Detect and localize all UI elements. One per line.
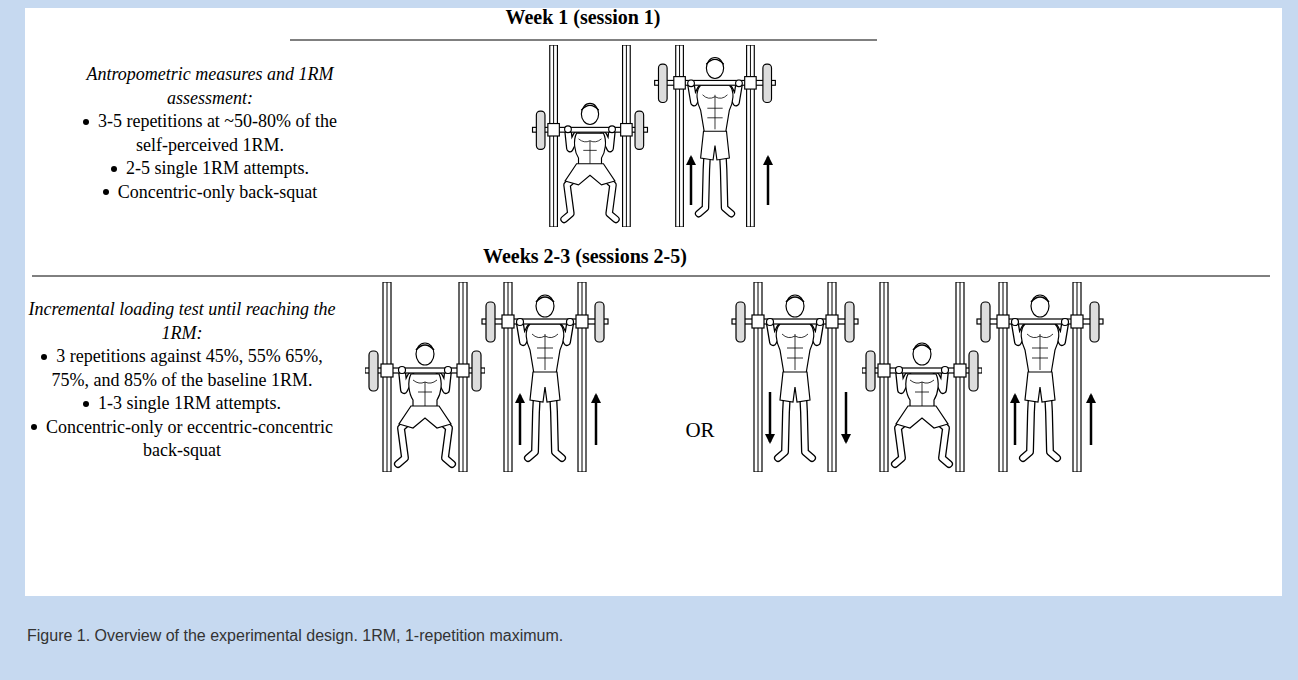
section-heading: Weeks 2-3 (sessions 2-5) xyxy=(483,245,687,267)
text-block: Antropometric measures and 1RM assessmen… xyxy=(68,63,352,204)
up-arrow xyxy=(1090,395,1093,445)
bullet-text-line: Concentric-only or eccentric-concentric … xyxy=(25,416,339,463)
section-rule xyxy=(290,40,877,41)
section-rule xyxy=(32,276,1270,277)
up-arrow xyxy=(1014,395,1017,445)
down-arrow xyxy=(769,392,772,442)
squat-figure xyxy=(365,282,485,472)
block-heading: Antropometric measures and 1RM assessmen… xyxy=(86,64,333,108)
section-heading-block: Weeks 2-3 (sessions 2-5) xyxy=(385,243,785,269)
bullet-text-line: 2-5 single 1RM attempts. xyxy=(68,157,352,181)
standing-figure xyxy=(482,282,608,472)
block-heading-line: Antropometric measures and 1RM assessmen… xyxy=(68,63,352,110)
down-arrow xyxy=(845,392,848,442)
squat-figure xyxy=(533,45,648,227)
text-block: Incremental loading test until reaching … xyxy=(25,298,339,463)
squat-figure xyxy=(862,282,982,472)
bullet-dot xyxy=(111,166,117,172)
up-arrow xyxy=(767,157,770,205)
standing-figure xyxy=(655,45,776,227)
up-arrow xyxy=(595,395,598,445)
bullet-dot xyxy=(83,119,89,125)
bullet-dot xyxy=(31,424,37,430)
figure-caption: Figure 1. Overview of the experimental d… xyxy=(27,626,563,646)
section-heading-line: Weeks 2-3 (sessions 2-5) xyxy=(385,243,785,269)
bullet-text: Concentric-only back-squat xyxy=(118,182,317,202)
bullet-text: 3-5 repetitions at ~50-80% of the self-p… xyxy=(98,111,337,155)
up-arrow xyxy=(690,157,693,205)
block-heading-line: Incremental loading test until reaching … xyxy=(25,298,339,345)
or-label: OR xyxy=(685,418,714,442)
bullet-dot xyxy=(41,354,47,360)
bullet-text: Concentric-only or eccentric-concentric … xyxy=(46,417,333,461)
up-arrow xyxy=(519,395,522,445)
bullet-text-line: 3-5 repetitions at ~50-80% of the self-p… xyxy=(68,110,352,157)
standing-figure xyxy=(732,282,858,472)
bullet-text: 2-5 single 1RM attempts. xyxy=(126,158,309,178)
or-block: OR xyxy=(660,417,740,443)
bullet-text-line: 3 repetitions against 45%, 55% 65%, 75%,… xyxy=(25,345,339,392)
bullet-text-line: Concentric-only back-squat xyxy=(68,181,352,205)
section-heading-line: Week 1 (session 1) xyxy=(383,4,783,30)
section-heading: Week 1 (session 1) xyxy=(506,6,661,28)
white-panel xyxy=(25,8,1282,596)
bullet-text: 1-3 single 1RM attempts. xyxy=(98,393,281,413)
block-heading: Incremental loading test until reaching … xyxy=(28,299,335,343)
bullet-text: 3 repetitions against 45%, 55% 65%, 75%,… xyxy=(52,346,323,390)
bullet-dot xyxy=(83,401,89,407)
bullet-text-line: 1-3 single 1RM attempts. xyxy=(25,392,339,416)
standing-figure xyxy=(977,282,1103,472)
or-label-line: OR xyxy=(660,417,740,443)
bullet-dot xyxy=(103,189,109,195)
section-heading-block: Week 1 (session 1) xyxy=(383,4,783,30)
